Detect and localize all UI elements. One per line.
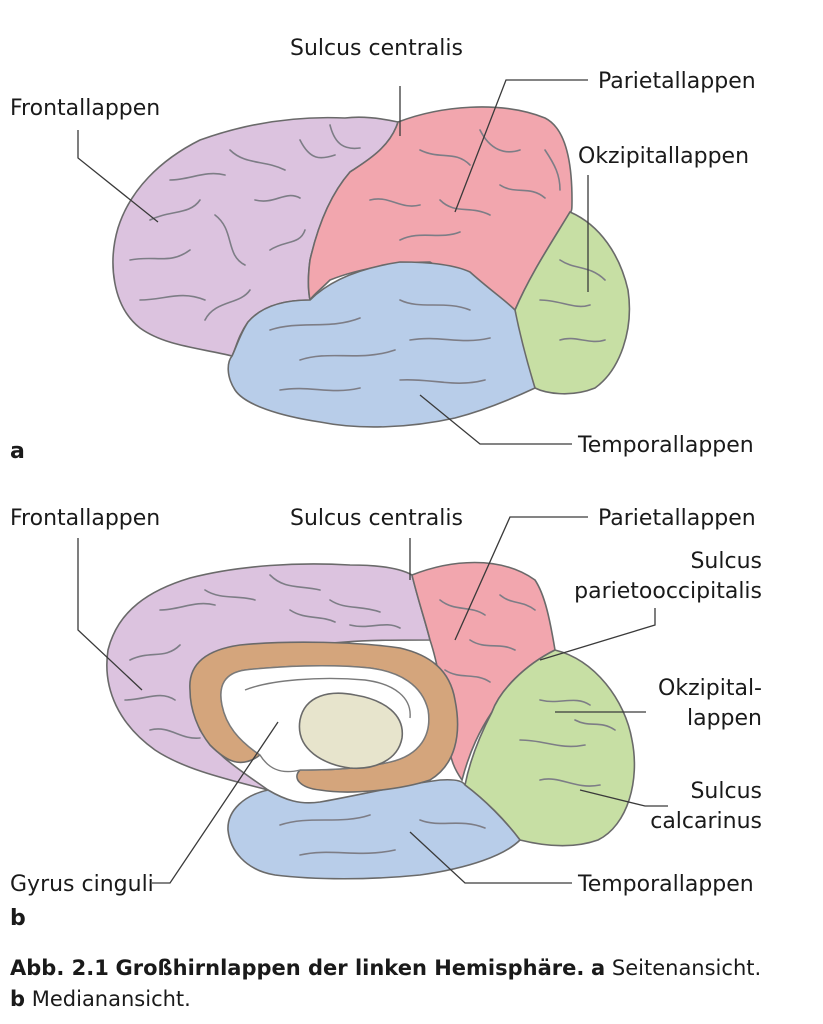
caption-a-letter: a [591,956,606,980]
corpus-callosum-curve-b [244,677,411,719]
leader-temporal-a [419,394,572,445]
label-gyrus-cinguli-b: Gyrus cinguli [10,872,154,897]
label-frontallappen-b: Frontallappen [10,506,160,531]
leader-frontal-a [77,130,159,223]
panel-letter-b: b [10,906,26,931]
label-sulcus-po-line1-b: Sulcus [690,549,762,574]
caption-number: Abb. 2.1 [10,956,109,980]
panel-letter-a: a [10,439,25,464]
label-sulcus-po-line2-b: parietooccipitalis [574,579,762,604]
leader-parietal-a [454,79,588,213]
panel-b-medial-view: Frontallappen Sulcus centralis Parietall… [10,506,762,931]
leader-gyrus-cinguli-b [152,721,279,884]
label-sulcus-centralis-b: Sulcus centralis [290,506,463,531]
leader-temporal-b [409,831,572,884]
label-temporallappen-a: Temporallappen [577,433,754,458]
label-okzipital-line2-b: lappen [687,706,762,731]
panel-a-lateral-view: Frontallappen Sulcus centralis Parietall… [10,36,756,464]
leader-sulcus-calc-b [579,789,668,807]
thalamus-region-b [298,692,403,770]
temporal-lobe-region-a [227,261,536,428]
caption-b-letter: b [10,987,26,1011]
caption-a-text: Seitenansicht. [611,956,762,980]
occipital-lobe-region-b [464,649,636,847]
gyri-lines-a [129,124,606,392]
leader-parietal-b [454,516,588,641]
figure-caption: Abb. 2.1 Großhirnlappen der linken Hemis… [10,953,810,1015]
caption-b-text: Medianansicht. [31,987,191,1011]
label-okzipital-line1-b: Okzipital- [658,676,762,701]
temporal-lobe-region-b [227,778,522,880]
leader-sulcus-po-b [539,608,656,661]
leader-frontal-b [77,538,143,691]
label-parietallappen-b: Parietallappen [598,506,756,531]
gyri-lines-b [124,574,616,856]
label-temporallappen-b: Temporallappen [577,872,754,897]
label-frontallappen-a: Frontallappen [10,96,160,121]
caption-title: Großhirnlappen der linken Hemisphäre. [115,956,585,980]
label-sulcus-calc-line1-b: Sulcus [690,779,762,804]
label-parietallappen-a: Parietallappen [598,69,756,94]
occipital-lobe-region-a [514,210,631,395]
label-sulcus-calc-line2-b: calcarinus [650,809,762,834]
label-okzipitallappen-a: Okzipitallappen [578,144,749,169]
label-sulcus-centralis-a: Sulcus centralis [290,36,463,61]
